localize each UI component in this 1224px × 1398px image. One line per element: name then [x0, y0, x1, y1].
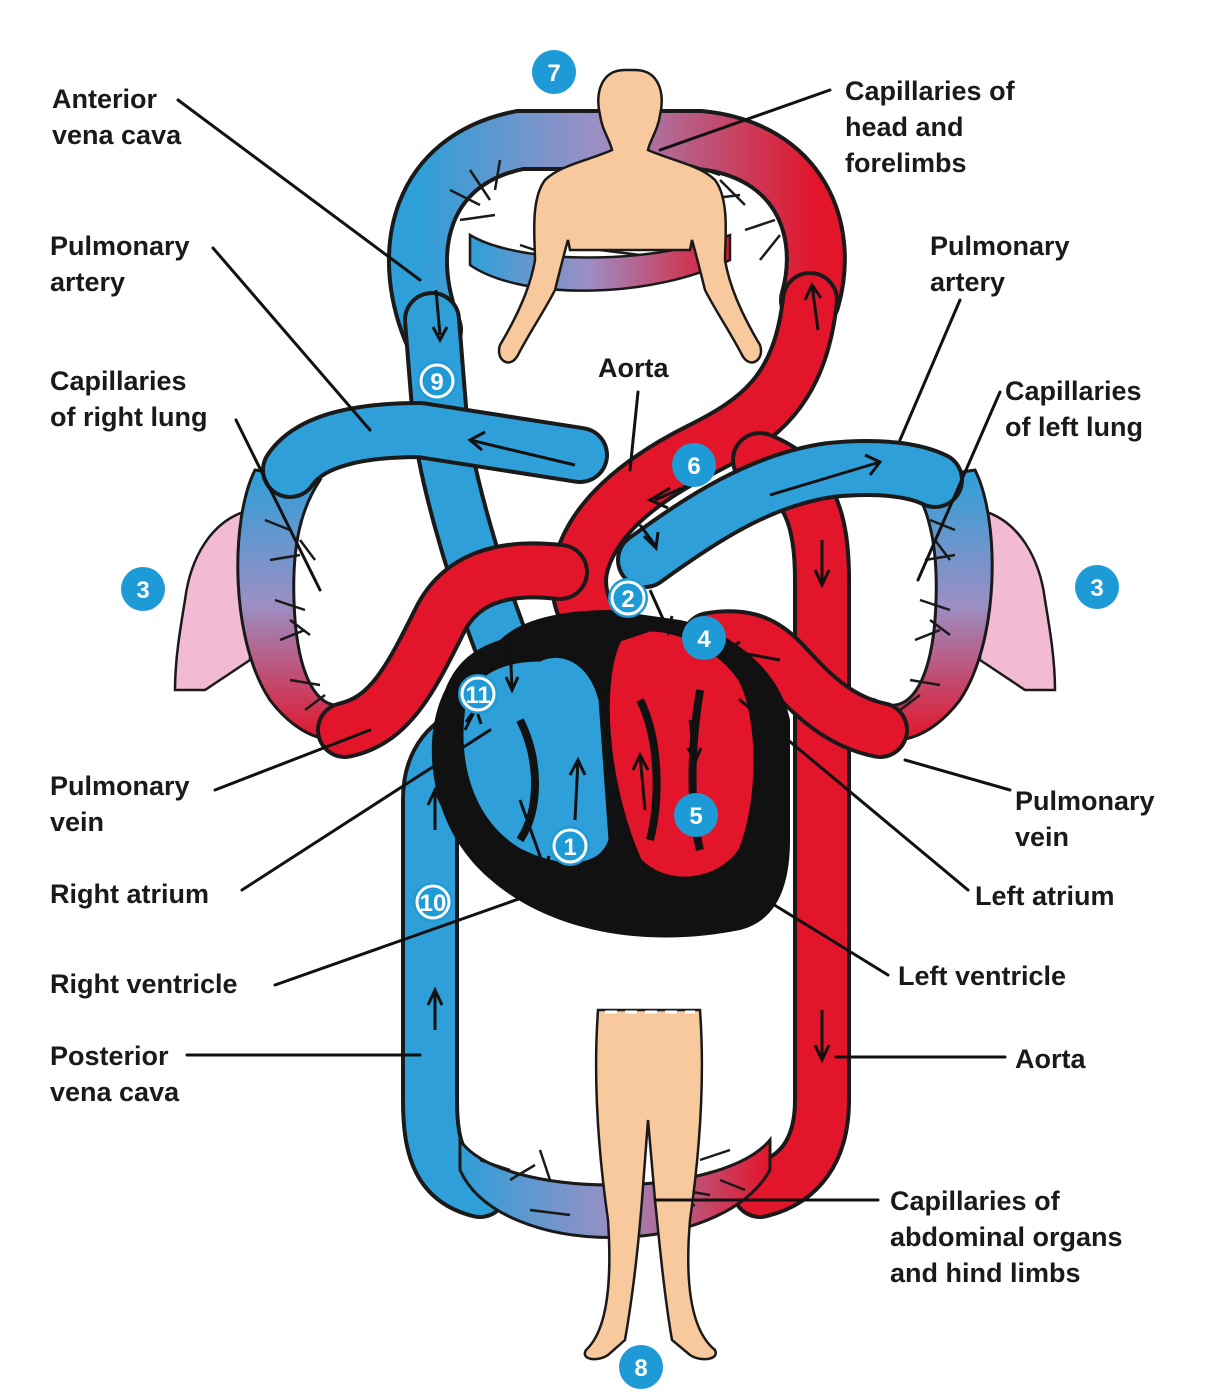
svg-text:6: 6 [687, 453, 700, 480]
svg-text:4: 4 [697, 626, 711, 653]
svg-text:10: 10 [420, 890, 447, 917]
label-left-atrium: Left atrium [975, 881, 1115, 911]
badge-5: 5 [674, 793, 718, 837]
label-right-atrium: Right atrium [50, 879, 209, 909]
svg-text:9: 9 [430, 369, 443, 396]
badge-3-left: 3 [121, 567, 165, 611]
label-aorta-top: Aorta [598, 353, 669, 383]
heart [431, 610, 790, 938]
svg-text:5: 5 [689, 803, 702, 830]
svg-text:3: 3 [1090, 575, 1103, 602]
badge-10: 10 [413, 882, 453, 922]
badge-9: 9 [417, 361, 457, 401]
badge-6: 6 [672, 443, 716, 487]
svg-text:1: 1 [563, 834, 576, 861]
badge-4: 4 [682, 616, 726, 660]
label-left-ventricle: Left ventricle [898, 961, 1066, 991]
right-lung-group [173, 401, 609, 759]
leader-lines [176, 88, 1012, 1202]
svg-text:2: 2 [621, 586, 634, 613]
upper-body-figure [497, 68, 763, 364]
svg-text:3: 3 [136, 577, 149, 604]
badge-7: 7 [532, 50, 576, 94]
badge-11: 11 [458, 674, 498, 714]
label-aorta-bottom: Aorta [1015, 1044, 1086, 1074]
svg-text:7: 7 [547, 60, 560, 87]
aorta-upper-vessel [550, 271, 839, 679]
badge-8: 8 [619, 1345, 663, 1389]
svg-text:8: 8 [634, 1355, 647, 1382]
lower-body-figure [583, 1008, 717, 1361]
label-right-ventricle: Right ventricle [50, 969, 238, 999]
svg-text:11: 11 [465, 682, 490, 709]
badges: 7 9 6 3 3 2 4 11 5 1 10 8 [121, 50, 1119, 1389]
badge-2: 2 [608, 578, 648, 618]
left-lung-group [616, 439, 1057, 759]
badge-3-right: 3 [1075, 565, 1119, 609]
badge-1: 1 [550, 826, 590, 866]
